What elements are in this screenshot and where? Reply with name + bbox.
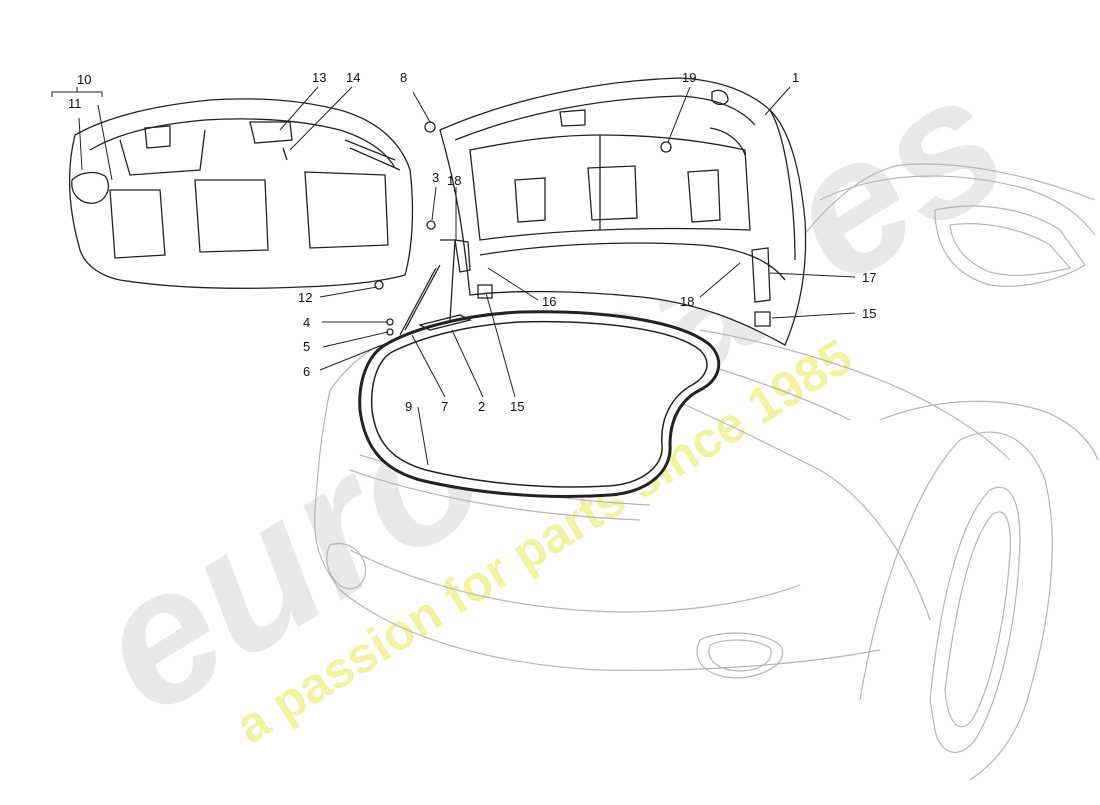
callout-15-b: 15 <box>862 306 876 321</box>
callout-6: 6 <box>303 364 310 379</box>
callout-7: 7 <box>441 399 448 414</box>
callout-2: 2 <box>478 399 485 414</box>
callout-17: 17 <box>862 270 876 285</box>
boot-lid <box>439 77 807 346</box>
callout-9: 9 <box>405 399 412 414</box>
callout-11: 11 <box>68 96 82 111</box>
callout-1: 1 <box>792 70 799 85</box>
callout-10: 10 <box>77 72 91 87</box>
callout-14: 14 <box>346 70 360 85</box>
callout-19: 19 <box>682 70 696 85</box>
callout-13: 13 <box>312 70 326 85</box>
trunk-seal <box>358 310 721 499</box>
leader-lines <box>51 86 856 466</box>
callout-3: 3 <box>432 170 439 185</box>
callout-15-a: 15 <box>510 399 524 414</box>
callout-16: 16 <box>542 294 556 309</box>
callout-18-b: 18 <box>680 294 694 309</box>
callouts: 1 2 3 4 5 6 7 8 9 10 11 12 13 14 15 15 1… <box>68 70 876 414</box>
callout-5: 5 <box>303 339 310 354</box>
car-body-outline <box>314 163 1099 781</box>
callout-12: 12 <box>298 290 312 305</box>
callout-4: 4 <box>303 315 310 330</box>
trunk-lid-inner-panel <box>68 98 414 290</box>
callout-18-a: 18 <box>447 173 461 188</box>
callout-8: 8 <box>400 70 407 85</box>
